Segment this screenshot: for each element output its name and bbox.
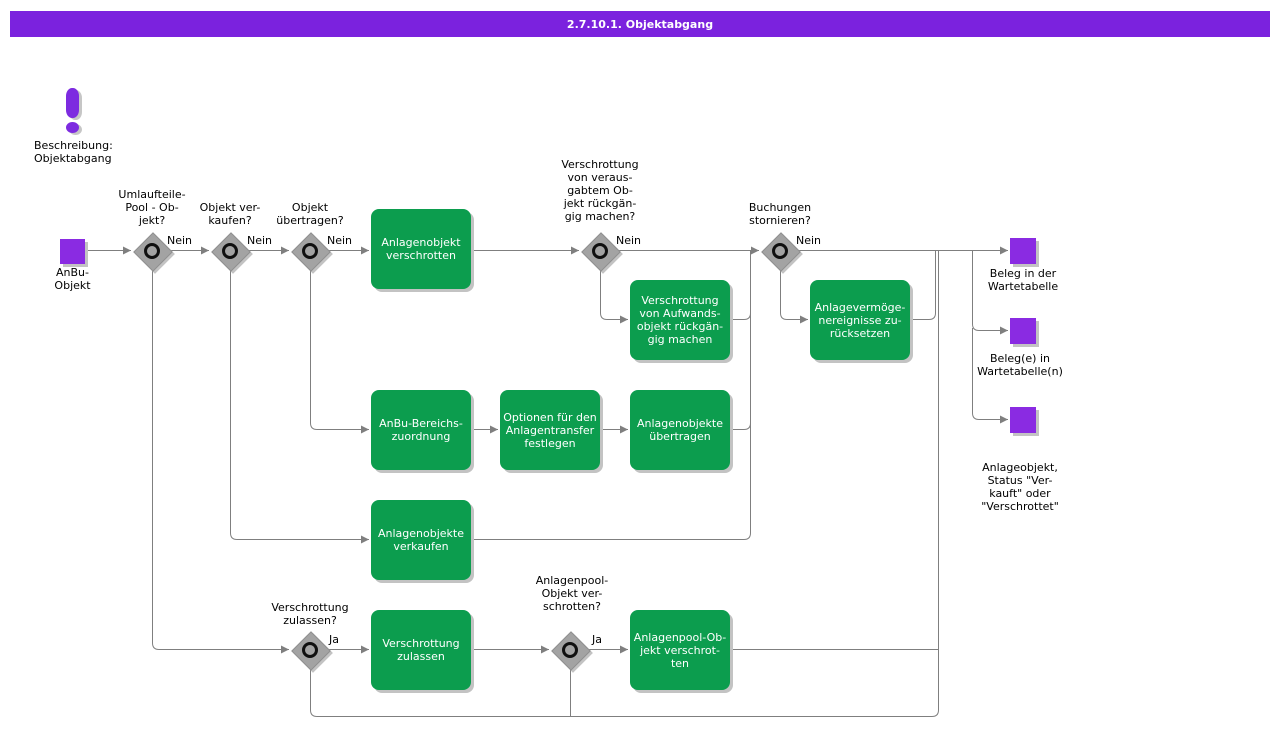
function-verschrottung-aufwandsobjekt-rueckgaengig[interactable]: Verschrottung von Aufwands- objekt rückg… [630,280,730,360]
event-anlageobjekt-status[interactable] [1010,407,1036,433]
gateway-objekt-uebertragen[interactable] [290,231,331,272]
gateway-question-label: Verschrottung zulassen? [271,601,349,627]
event-belege-in-wartetabellen[interactable] [1010,318,1036,344]
branch-label-nein: Nein [247,234,273,247]
branch-label-nein: Nein [167,234,193,247]
diagram-title-bar: 2.7.10.1. Objektabgang [10,11,1270,37]
gateway-objekt-verkaufen[interactable] [210,231,251,272]
gateway-question-label: Objekt übertragen? [276,201,344,227]
branch-label-ja: Ja [592,633,602,646]
event-label: Beleg(e) in Wartetabelle(n) [977,352,1063,378]
branch-label-nein: Nein [616,234,642,247]
event-label: Anlageobjekt, Status "Ver- kauft" oder "… [981,461,1059,513]
event-anbu-objekt[interactable] [60,239,85,264]
event-beleg-in-wartetabelle[interactable] [1010,238,1036,264]
branch-label-nein: Nein [796,234,822,247]
gateway-verschrottung-zulassen[interactable] [290,630,331,671]
gateway-circle-icon [222,243,238,259]
gateway-circle-icon [592,243,608,259]
function-optionen-anlagentransfer-festlegen[interactable]: Optionen für den Anlagentransfer festleg… [500,390,600,470]
gateway-umlaufteile-pool-objekt[interactable] [132,231,173,272]
gateway-question-label: Verschrottung von veraus- gabtem Ob- jek… [561,158,639,223]
gateway-question-label: Objekt ver- kaufen? [199,201,261,227]
note-label: Beschreibung: Objektabgang [34,139,113,165]
gateway-anlagenpool-verschrotten[interactable] [550,630,591,671]
function-anlagenobjekte-uebertragen[interactable]: Anlagenobjekte übertragen [630,390,730,470]
gateway-circle-icon [144,243,160,259]
gateway-circle-icon [562,642,578,658]
event-anbu-objekt-label: AnBu- Objekt [54,266,91,292]
gateway-question-label: Buchungen stornieren? [748,201,812,227]
branch-label-nein: Nein [327,234,353,247]
gateway-question-label: Anlagenpool- Objekt ver- schrotten? [535,574,609,613]
function-anlagenpool-objekt-verschrotten[interactable]: Anlagenpool-Ob- jekt verschrot- ten [630,610,730,690]
event-label: Beleg in der Wartetabelle [987,267,1059,293]
gateway-buchungen-stornieren[interactable] [760,231,801,272]
function-anbu-bereichszuordnung[interactable]: AnBu-Bereichs- zuordnung [371,390,471,470]
gateway-circle-icon [302,642,318,658]
function-anlagenobjekte-verkaufen[interactable]: Anlagenobjekte verkaufen [371,500,471,580]
gateway-verschrottung-rueckgaengig[interactable] [580,231,621,272]
exclamation-dot [66,122,79,133]
function-anlagenobjekt-verschrotten[interactable]: Anlagenobjekt verschrotten [371,209,471,289]
function-verschrottung-zulassen[interactable]: Verschrottung zulassen [371,610,471,690]
gateway-circle-icon [772,243,788,259]
gateway-circle-icon [302,243,318,259]
gateway-question-label: Umlaufteile- Pool - Ob- jekt? [118,188,186,227]
function-anlagevermoegenereignisse-zuruecksetzen[interactable]: Anlagevermöge- nereignisse zu- rücksetze… [810,280,910,360]
branch-label-ja: Ja [329,633,339,646]
exclamation-bar [66,88,79,118]
